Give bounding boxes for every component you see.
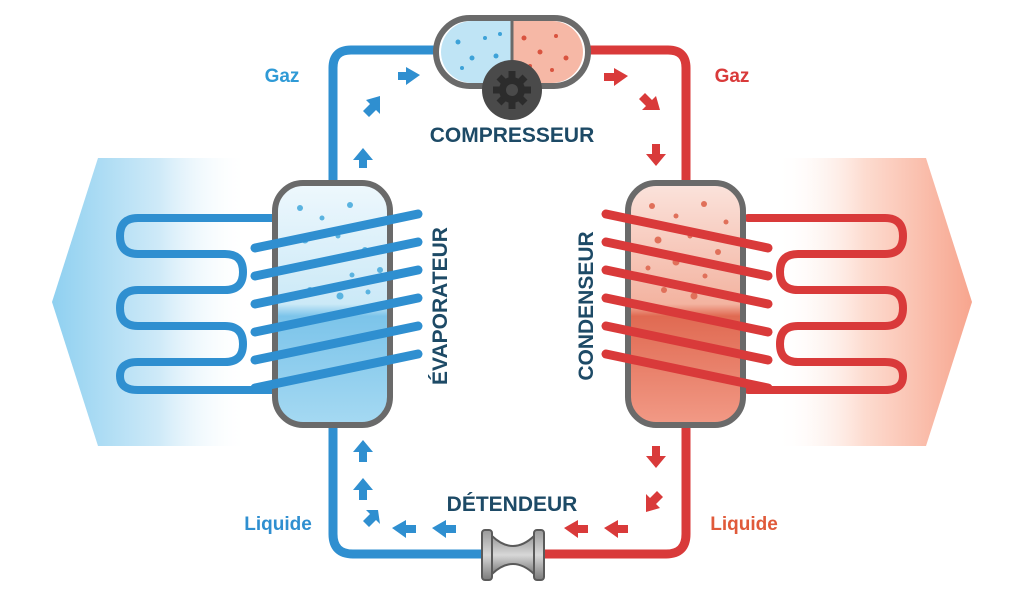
arrow-up-left-icon (363, 510, 380, 527)
arrow-down-icon (646, 446, 666, 468)
cold-air-flow (52, 158, 248, 446)
hot-flow-arrows (564, 68, 666, 538)
pipe-liquid-right (533, 420, 691, 559)
evaporator-label: ÉVAPORATEUR (429, 227, 452, 385)
valve-icon (481, 529, 545, 581)
arrow-down-left-icon (646, 491, 663, 512)
arrow-left-icon (392, 520, 416, 538)
arrow-up-icon (353, 440, 373, 462)
condenser-wraps (601, 209, 773, 393)
expansion-valve-label: DÉTENDEUR (447, 493, 578, 516)
arrow-up-icon (353, 478, 373, 500)
compressor-label: COMPRESSEUR (430, 124, 595, 147)
cold-flow-arrows (353, 67, 456, 538)
arrow-down-right-icon (639, 93, 660, 110)
pipe-liquid-left (328, 420, 493, 559)
arrow-right-icon (398, 67, 420, 85)
pipe-gas-right (579, 45, 691, 188)
liquid-label-left: Liquide (244, 514, 312, 535)
arrow-up-right-icon (363, 96, 380, 117)
arrow-left-icon (432, 520, 456, 538)
gear-icon (482, 60, 542, 120)
arrow-left-icon (564, 520, 588, 538)
arrow-right-icon (604, 68, 628, 86)
condenser-label: CONDENSEUR (575, 231, 598, 380)
arrow-up-icon (353, 148, 373, 168)
liquid-label-right: Liquide (710, 514, 778, 535)
arrow-left-icon (604, 520, 628, 538)
pipe-gas-left (328, 45, 445, 188)
arrow-down-icon (646, 144, 666, 166)
evaporator-serpentine-coil (116, 214, 279, 394)
compressor (433, 15, 591, 89)
gas-label-left: Gaz (265, 66, 300, 87)
condenser-serpentine-coil (744, 214, 907, 394)
hot-air-flow (776, 158, 972, 446)
evaporator-wraps (250, 209, 423, 393)
gas-label-right: Gaz (715, 66, 750, 87)
